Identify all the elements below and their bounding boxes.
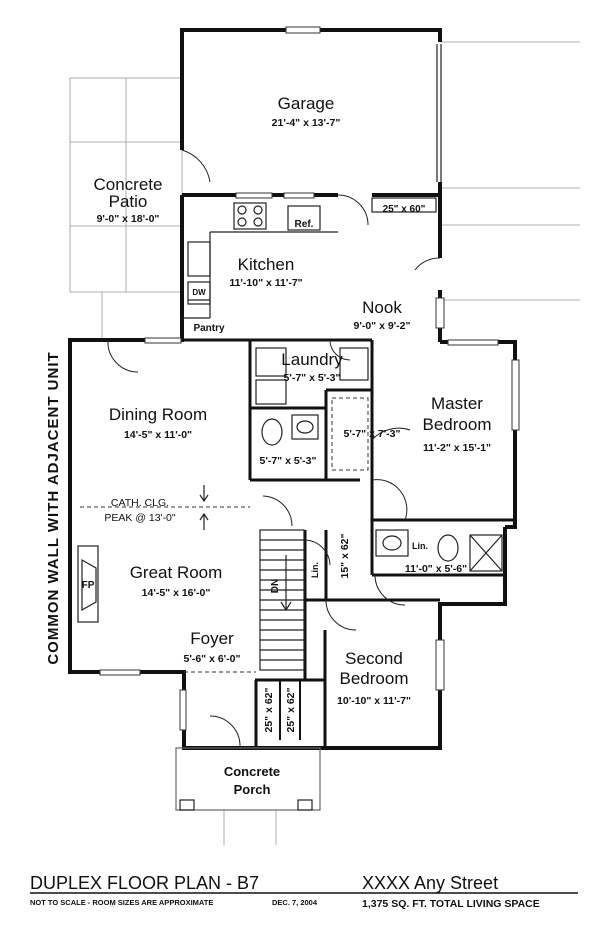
windows bbox=[99, 192, 520, 731]
porch-slab bbox=[175, 747, 321, 845]
nook-name: Nook bbox=[362, 298, 402, 317]
garage-name: Garage bbox=[278, 94, 335, 113]
dishwasher-label: DW bbox=[192, 288, 206, 297]
dining-size: 14'-5" x 11'-0" bbox=[124, 429, 192, 441]
master-name-line1: Master bbox=[431, 394, 483, 413]
master-size: 11'-2" x 15'-1" bbox=[423, 442, 491, 454]
door-swings bbox=[107, 339, 408, 747]
porch-name-line1: Concrete bbox=[224, 764, 280, 779]
cathedral-ceiling-line1: CATH. CLG. bbox=[111, 497, 169, 509]
second-bedroom-name-line1: Second bbox=[345, 649, 403, 668]
closet-25x62-a-label: 25" x 62" bbox=[263, 687, 275, 732]
plan-date: DEC. 7, 2004 bbox=[272, 898, 318, 907]
second-bedroom-name-line2: Bedroom bbox=[340, 669, 409, 688]
bath1-fixtures bbox=[261, 414, 319, 446]
closet-25x62-b-label: 25" x 62" bbox=[285, 687, 297, 732]
total-area: 1,375 SQ. FT. TOTAL LIVING SPACE bbox=[362, 898, 540, 910]
patio-name-line1: Concrete bbox=[94, 175, 163, 194]
dining-name: Dining Room bbox=[109, 405, 207, 424]
patio-size: 9'-0" x 18'-0" bbox=[97, 213, 160, 225]
porch-name-line2: Porch bbox=[234, 782, 271, 797]
scale-note: NOT TO SCALE - ROOM SIZES ARE APPROXIMAT… bbox=[30, 898, 213, 907]
patio-name-line2: Patio bbox=[109, 192, 148, 211]
kitchen-fixtures bbox=[182, 194, 441, 319]
bath1-size: 5'-7" x 5'-3" bbox=[260, 455, 317, 467]
fireplace-label: FP bbox=[82, 580, 95, 591]
stairs bbox=[259, 529, 305, 671]
plan-title: DUPLEX FLOOR PLAN - B7 bbox=[30, 873, 259, 893]
foyer-name: Foyer bbox=[190, 629, 234, 648]
garage-walls bbox=[180, 26, 442, 198]
cathedral-ceiling-line2: PEAK @ 13'-0" bbox=[104, 512, 176, 524]
common-wall-label: COMMON WALL WITH ADJACENT UNIT bbox=[45, 351, 62, 664]
laundry-name: Laundry bbox=[281, 350, 343, 369]
driveway-lines bbox=[440, 41, 580, 301]
kitchen-size: 11'-10" x 11'-7" bbox=[229, 277, 302, 289]
bath2-fixtures bbox=[375, 529, 503, 572]
master-name-line2: Bedroom bbox=[423, 415, 492, 434]
window-25x60-label: 25" x 60" bbox=[383, 204, 426, 215]
second-bedroom-size: 10'-10" x 11'-7" bbox=[337, 695, 411, 707]
fireplace bbox=[77, 545, 99, 623]
address: XXXX Any Street bbox=[362, 873, 498, 893]
refrigerator-label: Ref. bbox=[295, 219, 314, 230]
pantry-label: Pantry bbox=[193, 323, 225, 334]
great-room-size: 14'-5" x 16'-0" bbox=[142, 587, 211, 599]
linen-label-hall: Lin. bbox=[310, 562, 320, 578]
great-room-name: Great Room bbox=[130, 563, 223, 582]
master-closet bbox=[331, 397, 411, 471]
foyer-size: 5'-6" x 6'-0" bbox=[184, 653, 241, 665]
laundry-fixtures bbox=[255, 347, 369, 405]
garage-size: 21'-4" x 13'-7" bbox=[272, 117, 341, 129]
bath2-size: 11'-0" x 5'-6" bbox=[405, 563, 467, 575]
master-closet-size: 5'-7" x 7'-3" bbox=[344, 428, 401, 440]
linen-label-bath2: Lin. bbox=[412, 541, 428, 551]
closet-15x62-label: 15" x 62" bbox=[339, 533, 351, 578]
interior-walls bbox=[70, 338, 515, 748]
laundry-size: 5'-7" x 5'-3" bbox=[284, 372, 341, 384]
stairs-down-label: DN bbox=[270, 579, 281, 593]
kitchen-name: Kitchen bbox=[238, 255, 295, 274]
nook-size: 9'-0" x 9'-2" bbox=[354, 320, 411, 332]
cathedral-ceiling-line bbox=[80, 485, 250, 530]
